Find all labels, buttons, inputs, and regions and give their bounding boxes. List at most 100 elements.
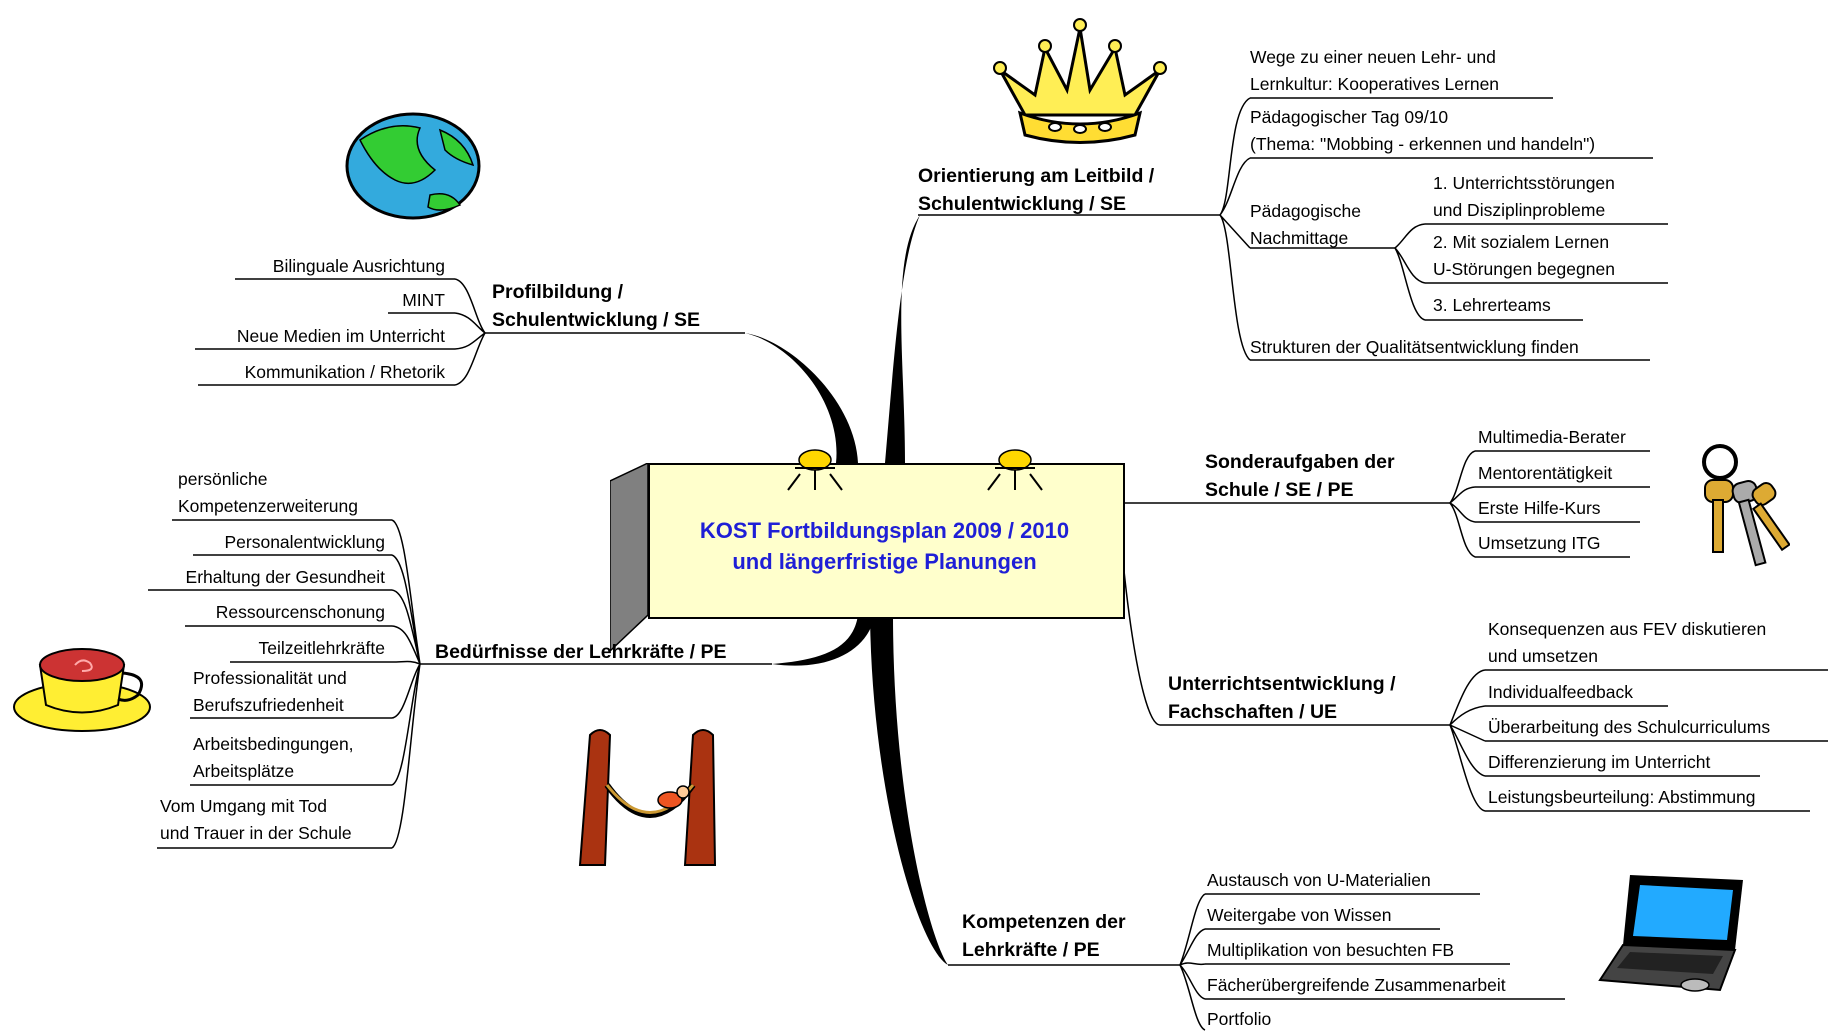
profil-item: Neue Medien im Unterricht bbox=[236, 326, 445, 346]
beduerfnisse-item: Teilzeitlehrkräfte bbox=[258, 638, 385, 658]
laptop-icon bbox=[1598, 875, 1743, 992]
kompetenzen-title-line2: Lehrkräfte / PE bbox=[962, 939, 1100, 961]
leitbild-item-nachmittage: Pädagogische Nachmittage bbox=[1250, 198, 1361, 252]
sonder-item-line bbox=[1475, 450, 1650, 558]
unterricht-item-fev: Konsequenzen aus FEV diskutieren und ums… bbox=[1488, 616, 1766, 670]
sonder-item: Mentorentätigkeit bbox=[1478, 463, 1613, 483]
kompetenzen-item: Austausch von U-Materialien bbox=[1207, 870, 1431, 890]
globe-icon bbox=[345, 112, 481, 220]
profil-fork bbox=[454, 278, 486, 386]
lamp-icon bbox=[987, 449, 1043, 491]
unterricht-fork bbox=[1449, 669, 1486, 812]
unterricht-item-line bbox=[1485, 669, 1828, 812]
leitbild-item2-line1: Pädagogischer Tag 09/10 bbox=[1250, 107, 1449, 127]
kompetenzen-item-line bbox=[1205, 893, 1565, 1000]
beduerfnisse-item-professionalitaet: Professionalität und Berufszufriedenheit bbox=[193, 665, 347, 719]
sub1-line1: 1. Unterrichtsstörungen bbox=[1433, 173, 1615, 193]
sonder-fork bbox=[1449, 450, 1476, 558]
underline-group bbox=[148, 97, 1828, 1031]
beduerfnisse-item1-line2: Kompetenzerweiterung bbox=[178, 496, 358, 516]
profil-item: Kommunikation / Rhetorik bbox=[244, 362, 445, 382]
beduerfnisse-fork bbox=[391, 519, 421, 849]
beduerfnisse-title: Bedürfnisse der Lehrkräfte / PE bbox=[435, 641, 727, 663]
kompetenzen-item: Weitergabe von Wissen bbox=[1207, 905, 1392, 925]
beduerfnisse-item-line bbox=[148, 519, 392, 849]
kompetenzen-item: Fächerübergreifende Zusammenarbeit bbox=[1207, 975, 1506, 995]
leitbild-item1-line1: Wege zu einer neuen Lehr- und bbox=[1250, 47, 1496, 67]
profil-item: Bilinguale Ausrichtung bbox=[272, 256, 445, 276]
nachmittage-sub-lehrerteams: 3. Lehrerteams bbox=[1433, 295, 1551, 315]
keys-icon bbox=[1702, 444, 1790, 567]
center-box-shadow bbox=[610, 463, 649, 653]
sub2-line2: U-Störungen begegnen bbox=[1433, 259, 1615, 279]
beduerfnisse-item-kompetenzerweiterung: persönliche Kompetenzerweiterung bbox=[178, 466, 358, 520]
profil-item: MINT bbox=[402, 290, 445, 310]
unterricht-item: Leistungsbeurteilung: Abstimmung bbox=[1488, 787, 1756, 807]
leitbild-item1-line2: Lernkultur: Kooperatives Lernen bbox=[1250, 74, 1500, 94]
leitbild-item-paedagogischer-tag: Pädagogischer Tag 09/10 (Thema: "Mobbing… bbox=[1250, 104, 1595, 158]
crown-icon bbox=[993, 18, 1167, 144]
unterricht-item1-line2: und umsetzen bbox=[1488, 646, 1598, 666]
leitbild-title-line1: Orientierung am Leitbild / bbox=[918, 165, 1155, 187]
beduerfnisse-item6-line2: Berufszufriedenheit bbox=[193, 695, 344, 715]
branch-connector-beduerfnisse bbox=[772, 615, 875, 666]
unterricht-item1-line1: Konsequenzen aus FEV diskutieren bbox=[1488, 619, 1767, 639]
beduerfnisse-item7-line2: Arbeitsplätze bbox=[193, 761, 295, 781]
kompetenzen-item: Multiplikation von besuchten FB bbox=[1207, 940, 1455, 960]
branch-connector-leitbild bbox=[885, 215, 920, 463]
branch-connector-kompetenzen bbox=[870, 615, 948, 965]
sonder-item: Umsetzung ITG bbox=[1478, 533, 1601, 553]
profil-title: Profilbildung / Schulentwicklung / SE bbox=[492, 278, 700, 334]
profil-title-line2: Schulentwicklung / SE bbox=[492, 309, 701, 331]
sub1-line2: und Disziplinprobleme bbox=[1433, 200, 1606, 220]
nachmittage-line2: Nachmittage bbox=[1250, 228, 1349, 248]
beduerfnisse-item7-line1: Arbeitsbedingungen, bbox=[193, 734, 354, 754]
beduerfnisse-item1-line1: persönliche bbox=[178, 469, 268, 489]
beduerfnisse-item: Erhaltung der Gesundheit bbox=[185, 567, 385, 587]
profil-item-line bbox=[195, 278, 455, 386]
beduerfnisse-item8-line1: Vom Umgang mit Tod bbox=[160, 796, 327, 816]
leitbild-title-line2: Schulentwicklung / SE bbox=[918, 193, 1127, 215]
beduerfnisse-item6-line1: Professionalität und bbox=[193, 668, 347, 688]
kompetenzen-fork bbox=[1179, 893, 1206, 1031]
beduerfnisse-item8-line2: und Trauer in der Schule bbox=[160, 823, 352, 843]
center-box bbox=[648, 463, 1125, 619]
branch-connector-profil bbox=[745, 333, 858, 463]
sub2-line1: 2. Mit sozialem Lernen bbox=[1433, 232, 1610, 252]
kompetenzen-title: Kompetenzen der Lehrkräfte / PE bbox=[962, 908, 1126, 964]
nachmittage-sub-soziales-lernen: 2. Mit sozialem Lernen U-Störungen begeg… bbox=[1433, 229, 1615, 283]
center-title: KOST Fortbildungsplan 2009 / 2010 und lä… bbox=[648, 515, 1121, 577]
sonder-title: Sonderaufgaben der Schule / SE / PE bbox=[1205, 448, 1395, 504]
beduerfnisse-item: Ressourcenschonung bbox=[215, 602, 385, 622]
center-title-line1: KOST Fortbildungsplan 2009 / 2010 bbox=[699, 518, 1070, 543]
leitbild-item-qualitaetsentwicklung: Strukturen der Qualitätsentwicklung find… bbox=[1250, 337, 1579, 357]
center-title-line2: und längerfristige Planungen bbox=[732, 549, 1037, 574]
sonder-title-line2: Schule / SE / PE bbox=[1205, 479, 1354, 501]
unterricht-title: Unterrichtsentwicklung / Fachschaften / … bbox=[1168, 670, 1396, 726]
unterricht-title-line2: Fachschaften / UE bbox=[1168, 701, 1338, 723]
unterricht-item: Differenzierung im Unterricht bbox=[1488, 752, 1711, 772]
profil-title-line1: Profilbildung / bbox=[492, 281, 624, 303]
beduerfnisse-item-arbeitsbedingungen: Arbeitsbedingungen, Arbeitsplätze bbox=[193, 731, 354, 785]
coffee-cup-icon bbox=[13, 648, 151, 732]
nachmittage-sub-unterrichtsstoerungen: 1. Unterrichtsstörungen und Disziplinpro… bbox=[1433, 170, 1615, 224]
sonder-item: Multimedia-Berater bbox=[1478, 427, 1626, 447]
hammock-icon bbox=[578, 729, 717, 866]
nachmittage-line1: Pädagogische bbox=[1250, 201, 1361, 221]
leitbild-title: Orientierung am Leitbild / Schulentwickl… bbox=[918, 162, 1154, 218]
leitbild-item-kooperatives-lernen: Wege zu einer neuen Lehr- und Lernkultur… bbox=[1250, 44, 1499, 98]
unterricht-item: Überarbeitung des Schulcurriculums bbox=[1488, 717, 1771, 737]
kompetenzen-item: Portfolio bbox=[1207, 1009, 1272, 1029]
beduerfnisse-item: Personalentwicklung bbox=[224, 532, 385, 552]
unterricht-connector bbox=[1120, 539, 1161, 726]
unterricht-title-line1: Unterrichtsentwicklung / bbox=[1168, 673, 1396, 695]
unterricht-item: Individualfeedback bbox=[1488, 682, 1633, 702]
leitbild-fork bbox=[1219, 97, 1251, 361]
kompetenzen-title-line1: Kompetenzen der bbox=[962, 911, 1126, 933]
sonder-title-line1: Sonderaufgaben der bbox=[1205, 451, 1395, 473]
nachmittage-fork bbox=[1394, 223, 1426, 321]
beduerfnisse-item-tod-trauer: Vom Umgang mit Tod und Trauer in der Sch… bbox=[160, 793, 352, 847]
sonder-item: Erste Hilfe-Kurs bbox=[1478, 498, 1601, 518]
